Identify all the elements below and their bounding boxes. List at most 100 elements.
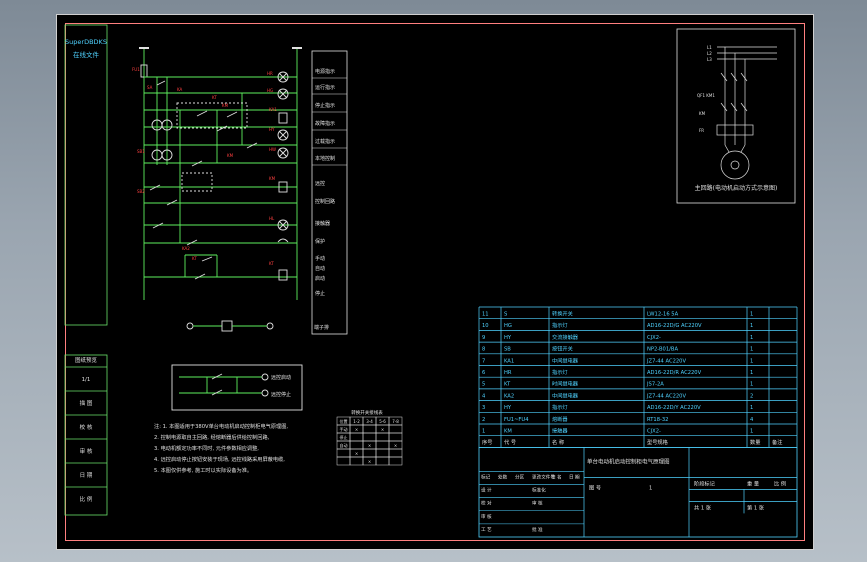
bom-cell: 2 [482,417,485,423]
bom-cell: AD16-22D/Y AC220V [647,405,701,411]
control-label: 远控 [315,180,325,187]
control-label: 手动 [315,255,325,262]
side-cell: 描 图 [80,399,93,407]
side-cells: 1/1描 图校 核审 核日 期比 例 [65,366,107,503]
notes: 注: 1. 本图适用于380V单台电动机启动控制柜电气原理图, 2. 控制电源取… [154,422,288,474]
control-label: 自动 [315,265,325,272]
svg-text:FU1: FU1 [132,67,140,72]
sheet-count: 共 1 张 [694,503,712,511]
switch-table-cell: 位置 [340,418,348,424]
bom-cell: 1 [750,312,753,318]
switch-table-cell: 5-6 [379,419,386,424]
svg-text:SA: SA [147,85,153,90]
terminal-label: 端子排 [314,324,329,331]
bom-cell: 备注 [772,438,782,446]
bom-cell: RT18-32 [647,417,668,423]
bom-cell: HY [504,405,512,411]
control-label: 停止 [315,290,325,297]
bom-cell: 名 称 [552,438,564,446]
stage-label: 阶段标记 [694,479,715,487]
bom-cell: S [504,312,507,318]
remote-start-label: 远控启动 [271,374,291,381]
svg-text:KA: KA [177,87,183,92]
bom-cell: HY [504,335,512,341]
svg-text:HL: HL [269,216,275,221]
note-line: 3. 电动机额定功率不同时, 元件参数相应调整, [154,444,259,452]
svg-text:L2: L2 [707,51,712,56]
bom-cell: KA2 [504,393,514,399]
figure-no-label: 图 号 [589,484,601,491]
bom-cell: 1 [750,405,753,411]
switch-table-cell: 7-8 [392,419,399,424]
switch-table-cell: × [381,427,384,432]
svg-text:KA1: KA1 [269,107,277,112]
remote-stop-label: 远控停止 [271,391,291,398]
control-label-column: 电源指示运行指示停止指示故障指示过载指示本地控制远控控制回路接触器保护手动自动启… [311,50,348,335]
control-label: 故障指示 [315,120,335,127]
bom-cell: HG [504,323,512,329]
switch-table-cell: 3-4 [366,419,373,424]
bom-cell: JS7-2A [646,382,664,388]
control-label: 本地控制 [315,155,335,162]
side-cell: 1/1 [82,377,91,383]
bom-cell: 6 [482,370,485,376]
control-label: 过载指示 [315,138,335,145]
svg-text:HW: HW [269,147,276,152]
control-label: 停止指示 [315,102,335,109]
bom-cell: NP2-B01/BA [647,347,678,353]
bom-cell: 熔断器 [552,415,568,423]
bom-cell: 1 [750,358,753,364]
bom-cell: 5 [482,382,485,388]
switch-table-cell: × [368,443,371,448]
remote-labels: 远控启动 远控停止 [271,374,291,398]
side-block: SuperDBDKS 在线文件 图纸预览 1/1描 图校 核审 核日 期比 例 [64,24,108,516]
svg-text:HR: HR [267,71,273,76]
bom-cell: KM [504,429,512,435]
bom-cell: JZ7-44 AC220V [646,358,686,364]
switch-table-cell: × [355,427,358,432]
switch-table-cell: 自动 [340,442,348,448]
svg-text:SB2: SB2 [137,189,145,194]
bom-cell: KA1 [504,358,514,364]
bom-cell: 数量 [750,438,760,446]
note-line: 2. 控制电源取自主回路, 经熔断器后供给控制回路, [154,433,270,441]
bom-cell: HR [504,370,512,376]
bom-cell: 转换开关 [552,310,573,318]
brand-line2: 在线文件 [73,50,100,59]
sheet-no: 第 1 张 [747,503,765,511]
title-block-cell: 标准化 [532,487,546,494]
bom-cell: KT [504,382,511,388]
bom-cell: AD16-22D/R AC220V [647,370,702,376]
bom-cell: SB [504,347,511,353]
bom-cell: CJX2- [647,335,661,341]
bom-cell: 中间继电器 [552,356,579,364]
bom-cell: 11 [482,312,489,318]
bom-cell: 3 [482,405,485,411]
svg-text:FR: FR [699,128,704,133]
motor-caption: 主回路(电动机启动方式示意图) [695,184,778,192]
side-mid-label: 图纸预览 [75,356,98,364]
switch-table-cell: × [368,459,371,464]
bom-cell: 4 [482,393,486,399]
bom-cell: 2 [750,393,753,399]
svg-text:KM: KM [227,153,234,158]
svg-text:HY: HY [269,127,275,132]
svg-text:KA2: KA2 [182,246,190,251]
svg-text:KM: KM [699,111,706,116]
bom-cell: 指示灯 [552,368,568,376]
svg-text:L3: L3 [707,57,712,62]
bom-cell: JZ7-44 AC220V [646,393,686,399]
bom-cell: 9 [482,335,485,341]
bom-cell: CJX2- [647,429,661,435]
title-block-cell: 工 艺 [481,527,492,533]
title-block-cell: 日 期 [569,474,580,480]
control-label: 运行指示 [315,84,335,91]
switch-table-cell: × [394,443,397,448]
svg-text:KM: KM [269,176,276,181]
bom-cell: 10 [482,323,489,329]
